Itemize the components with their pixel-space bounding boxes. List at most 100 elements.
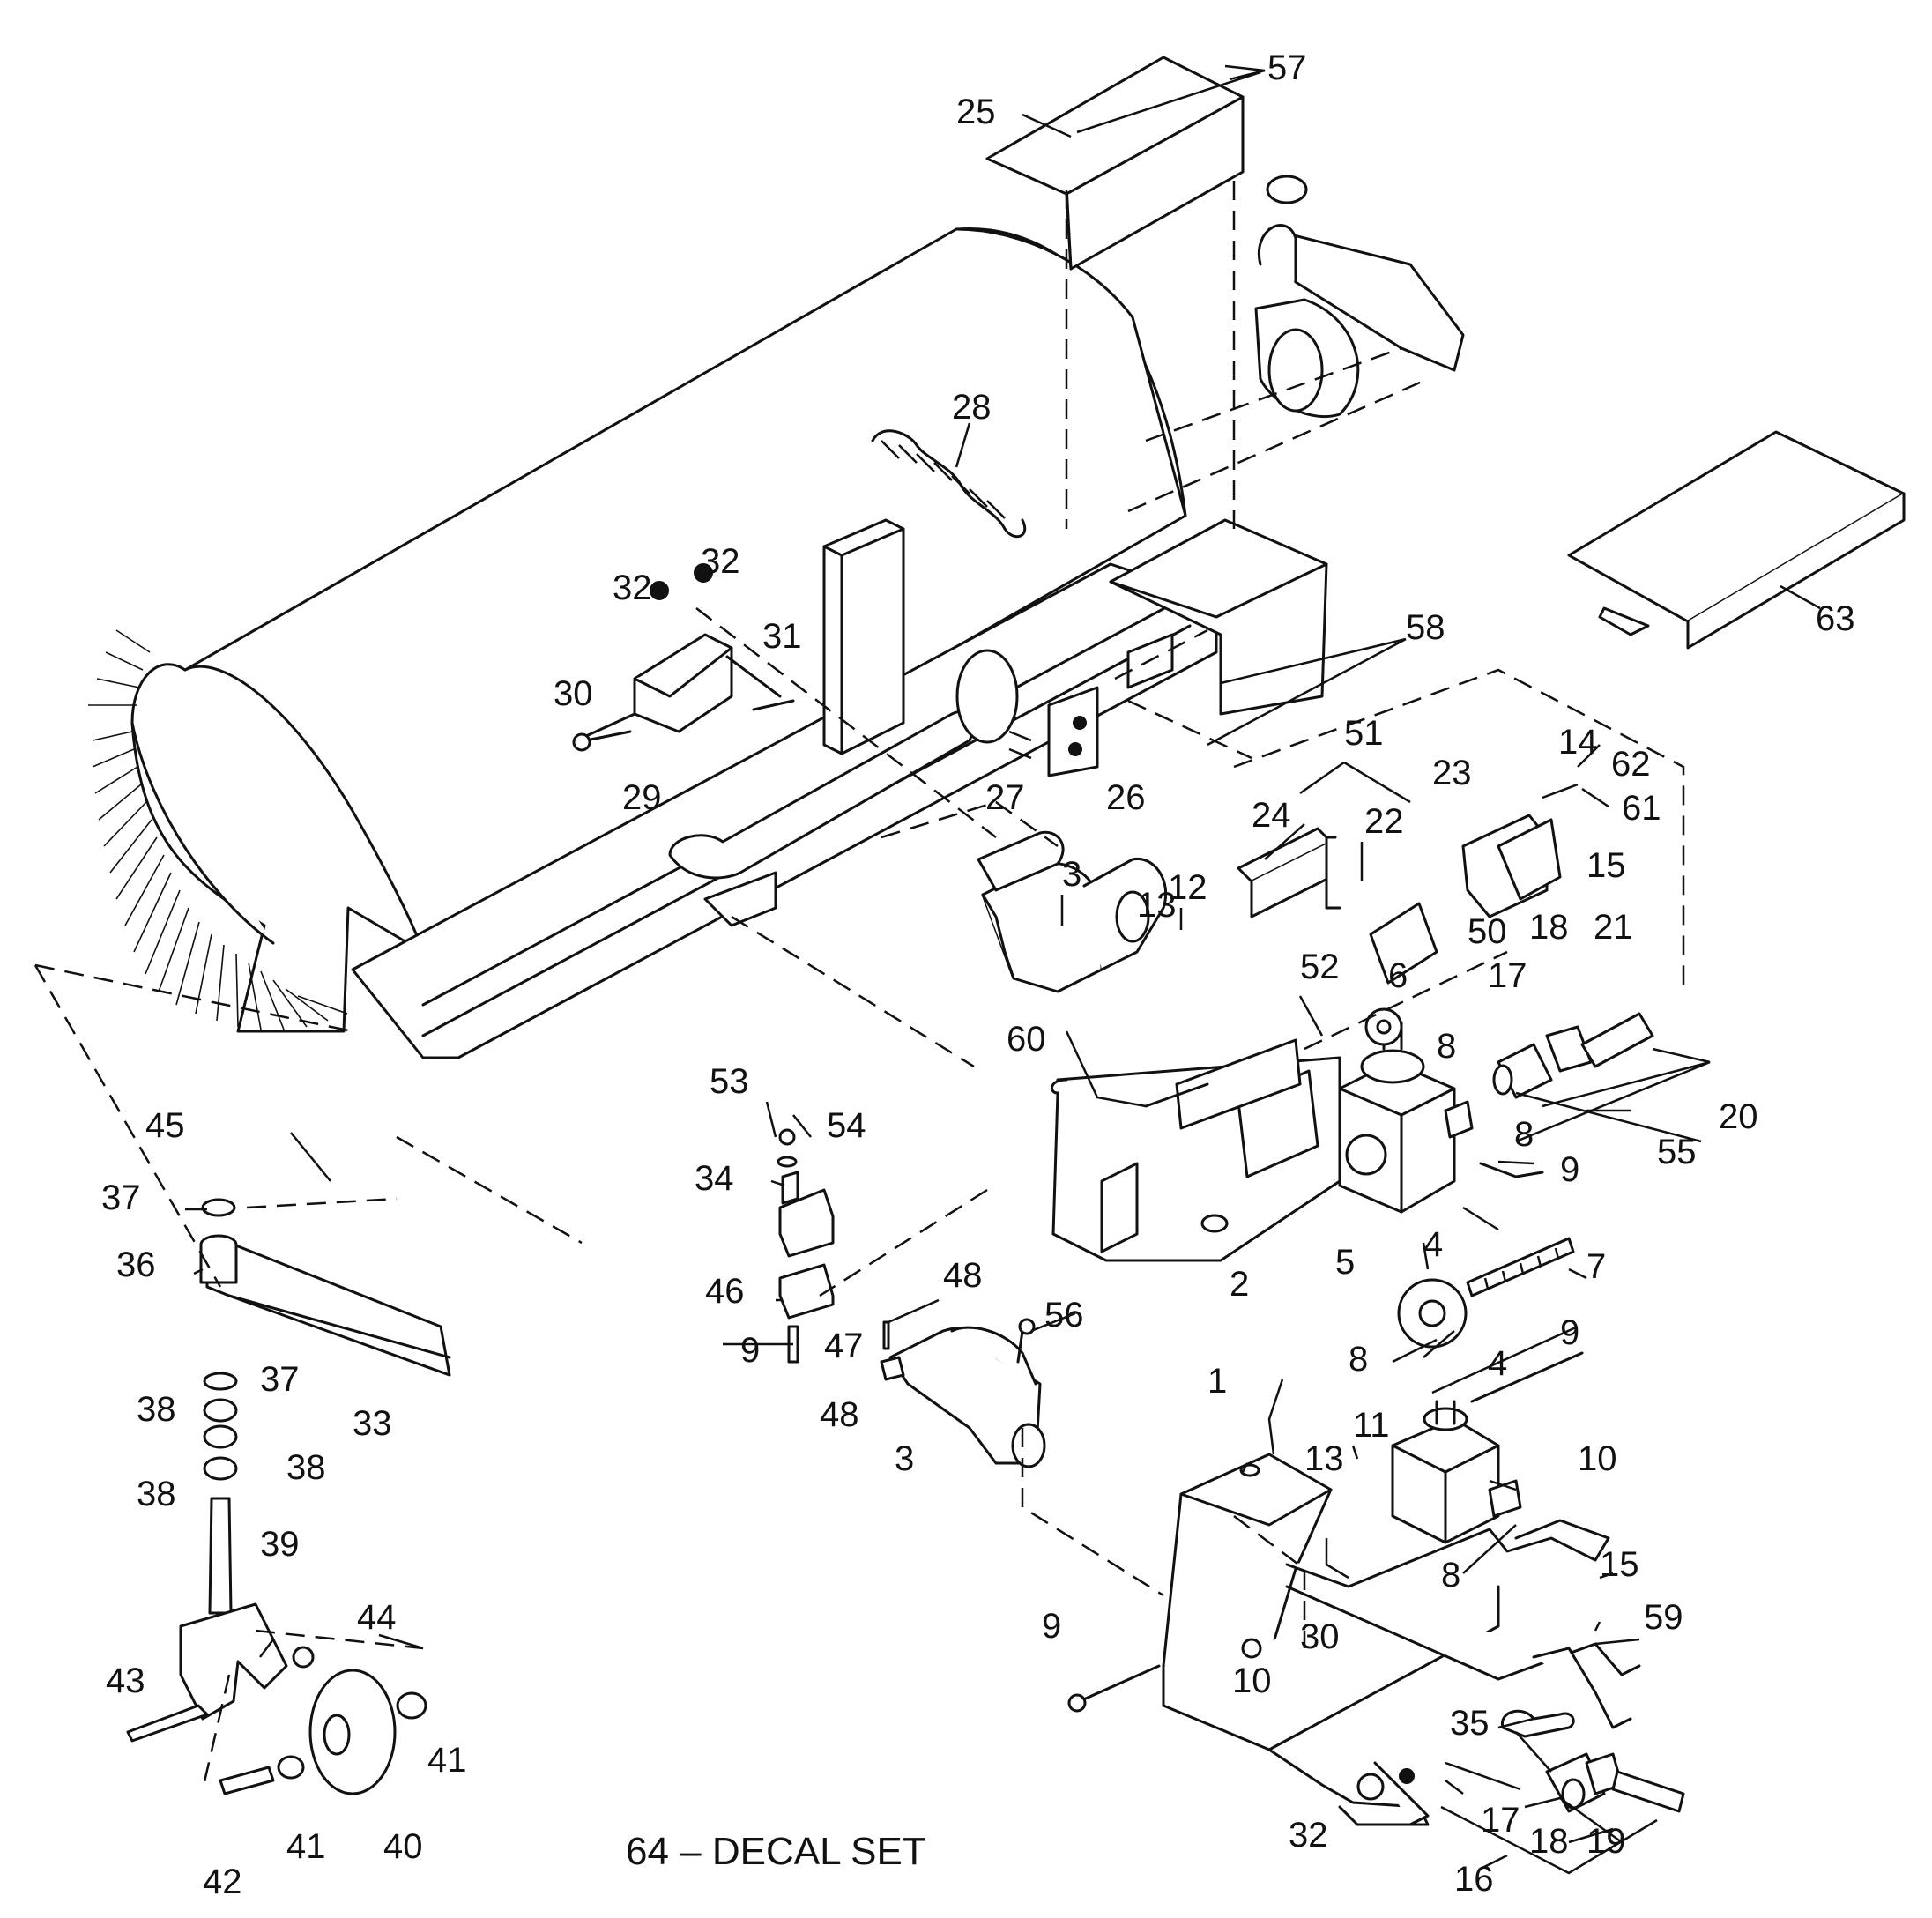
callout-52: 52 [1300, 948, 1340, 986]
callout-23: 23 [1432, 754, 1472, 792]
mount-brackets [1237, 814, 1562, 985]
callout-62: 62 [1611, 745, 1651, 784]
callout-29: 29 [622, 778, 662, 817]
callout-55: 55 [1657, 1133, 1697, 1171]
callout-17: 17 [1481, 1801, 1520, 1840]
callout-28: 28 [952, 388, 992, 427]
collar-and-plate [955, 649, 1099, 777]
callout-51: 51 [1344, 714, 1384, 753]
callout-37: 37 [101, 1178, 141, 1217]
callout-54: 54 [827, 1106, 866, 1145]
callout-44: 44 [357, 1598, 397, 1637]
mount-plate-2 [1051, 1038, 1341, 1262]
actuator-lower [880, 1320, 1046, 1468]
callout-46: 46 [705, 1272, 745, 1311]
callout-9: 9 [1560, 1313, 1579, 1352]
deflector-box [985, 56, 1328, 716]
actuator-upper [977, 830, 1168, 993]
callout-30: 30 [554, 674, 593, 713]
callout-53: 53 [710, 1062, 749, 1101]
callout-61: 61 [1622, 789, 1661, 828]
hitch-blocks [777, 1128, 835, 1364]
callout-2: 2 [1230, 1265, 1249, 1304]
callout-27: 27 [985, 778, 1025, 817]
caster-assembly [126, 1372, 427, 1795]
callout-8: 8 [1514, 1115, 1534, 1154]
callout-7: 7 [1586, 1247, 1606, 1286]
gearbox-lower [1391, 1325, 1579, 1544]
callout-38: 38 [286, 1448, 326, 1487]
callout-13: 13 [1137, 886, 1177, 925]
callout-20: 20 [1719, 1097, 1758, 1136]
callout-43: 43 [106, 1662, 145, 1700]
callout-9: 9 [1042, 1607, 1061, 1646]
callout-9: 9 [1560, 1150, 1579, 1189]
callout-13: 13 [1304, 1439, 1344, 1478]
callout-60: 60 [1007, 1020, 1046, 1059]
callout-9: 9 [740, 1331, 760, 1370]
callout-8: 8 [1349, 1340, 1368, 1379]
coupler-shaft [1492, 1012, 1654, 1099]
coupler-lower [1501, 1709, 1685, 1813]
callout-24: 24 [1252, 796, 1291, 835]
callout-11: 11 [1353, 1406, 1390, 1445]
exploded-view-lines [33, 181, 1685, 1790]
broom-bristles [88, 629, 348, 1030]
callout-63: 63 [1816, 599, 1855, 638]
callout-4: 4 [1423, 1225, 1443, 1264]
callout-59: 59 [1644, 1598, 1683, 1637]
callout-48: 48 [820, 1395, 859, 1434]
callout-31: 31 [762, 617, 802, 656]
callout-5: 5 [1335, 1243, 1355, 1282]
callout-6: 6 [1388, 956, 1408, 995]
callout-21: 21 [1594, 908, 1633, 947]
callout-15: 15 [1586, 846, 1626, 885]
callout-labels: 57 25 28 63 32 32 31 30 29 27 26 58 51 2… [101, 48, 1855, 1901]
callout-34: 34 [695, 1159, 734, 1198]
callout-26: 26 [1106, 778, 1146, 817]
callout-35: 35 [1450, 1704, 1490, 1743]
callout-8: 8 [1437, 1027, 1456, 1066]
callout-32: 32 [613, 569, 652, 607]
callout-38: 38 [137, 1390, 176, 1429]
callout-37: 37 [260, 1360, 300, 1399]
callout-42: 42 [203, 1862, 242, 1901]
callout-58: 58 [1406, 608, 1445, 647]
callout-22: 22 [1364, 802, 1404, 841]
callout-32: 32 [701, 542, 740, 581]
callout-1: 1 [1208, 1362, 1227, 1401]
bolts [572, 699, 1584, 1713]
callout-45: 45 [145, 1106, 185, 1145]
callout-19: 19 [1586, 1822, 1626, 1861]
callout-33: 33 [353, 1404, 392, 1443]
callout-56: 56 [1044, 1296, 1084, 1334]
mast [822, 518, 905, 755]
callout-30: 30 [1300, 1617, 1340, 1656]
callout-48: 48 [943, 1256, 983, 1295]
caster-arm-top [1254, 175, 1465, 419]
tray [1567, 430, 1906, 650]
callout-8: 8 [1441, 1556, 1460, 1595]
callout-3: 3 [1062, 855, 1081, 894]
callout-10: 10 [1578, 1439, 1617, 1478]
lift-arm-33 [199, 1198, 451, 1377]
callout-57: 57 [1267, 48, 1307, 87]
callout-41: 41 [286, 1827, 326, 1866]
callout-12: 12 [1168, 868, 1208, 907]
callout-50: 50 [1468, 912, 1507, 951]
callout-32: 32 [1289, 1816, 1328, 1855]
chain-and-sprockets [1364, 1007, 1575, 1349]
callout-40: 40 [383, 1827, 423, 1866]
spring [871, 429, 1026, 539]
callout-47: 47 [824, 1327, 864, 1365]
callout-4: 4 [1488, 1344, 1507, 1383]
hitch-frame [1162, 1453, 1641, 1826]
callout-16: 16 [1454, 1860, 1494, 1899]
callout-38: 38 [137, 1475, 176, 1513]
callout-18: 18 [1529, 908, 1569, 947]
callout-41: 41 [427, 1741, 467, 1780]
leader-lines [185, 64, 1821, 1875]
decal-set-caption: 64 – DECAL SET [626, 1830, 926, 1873]
bracket-29 [584, 563, 782, 738]
